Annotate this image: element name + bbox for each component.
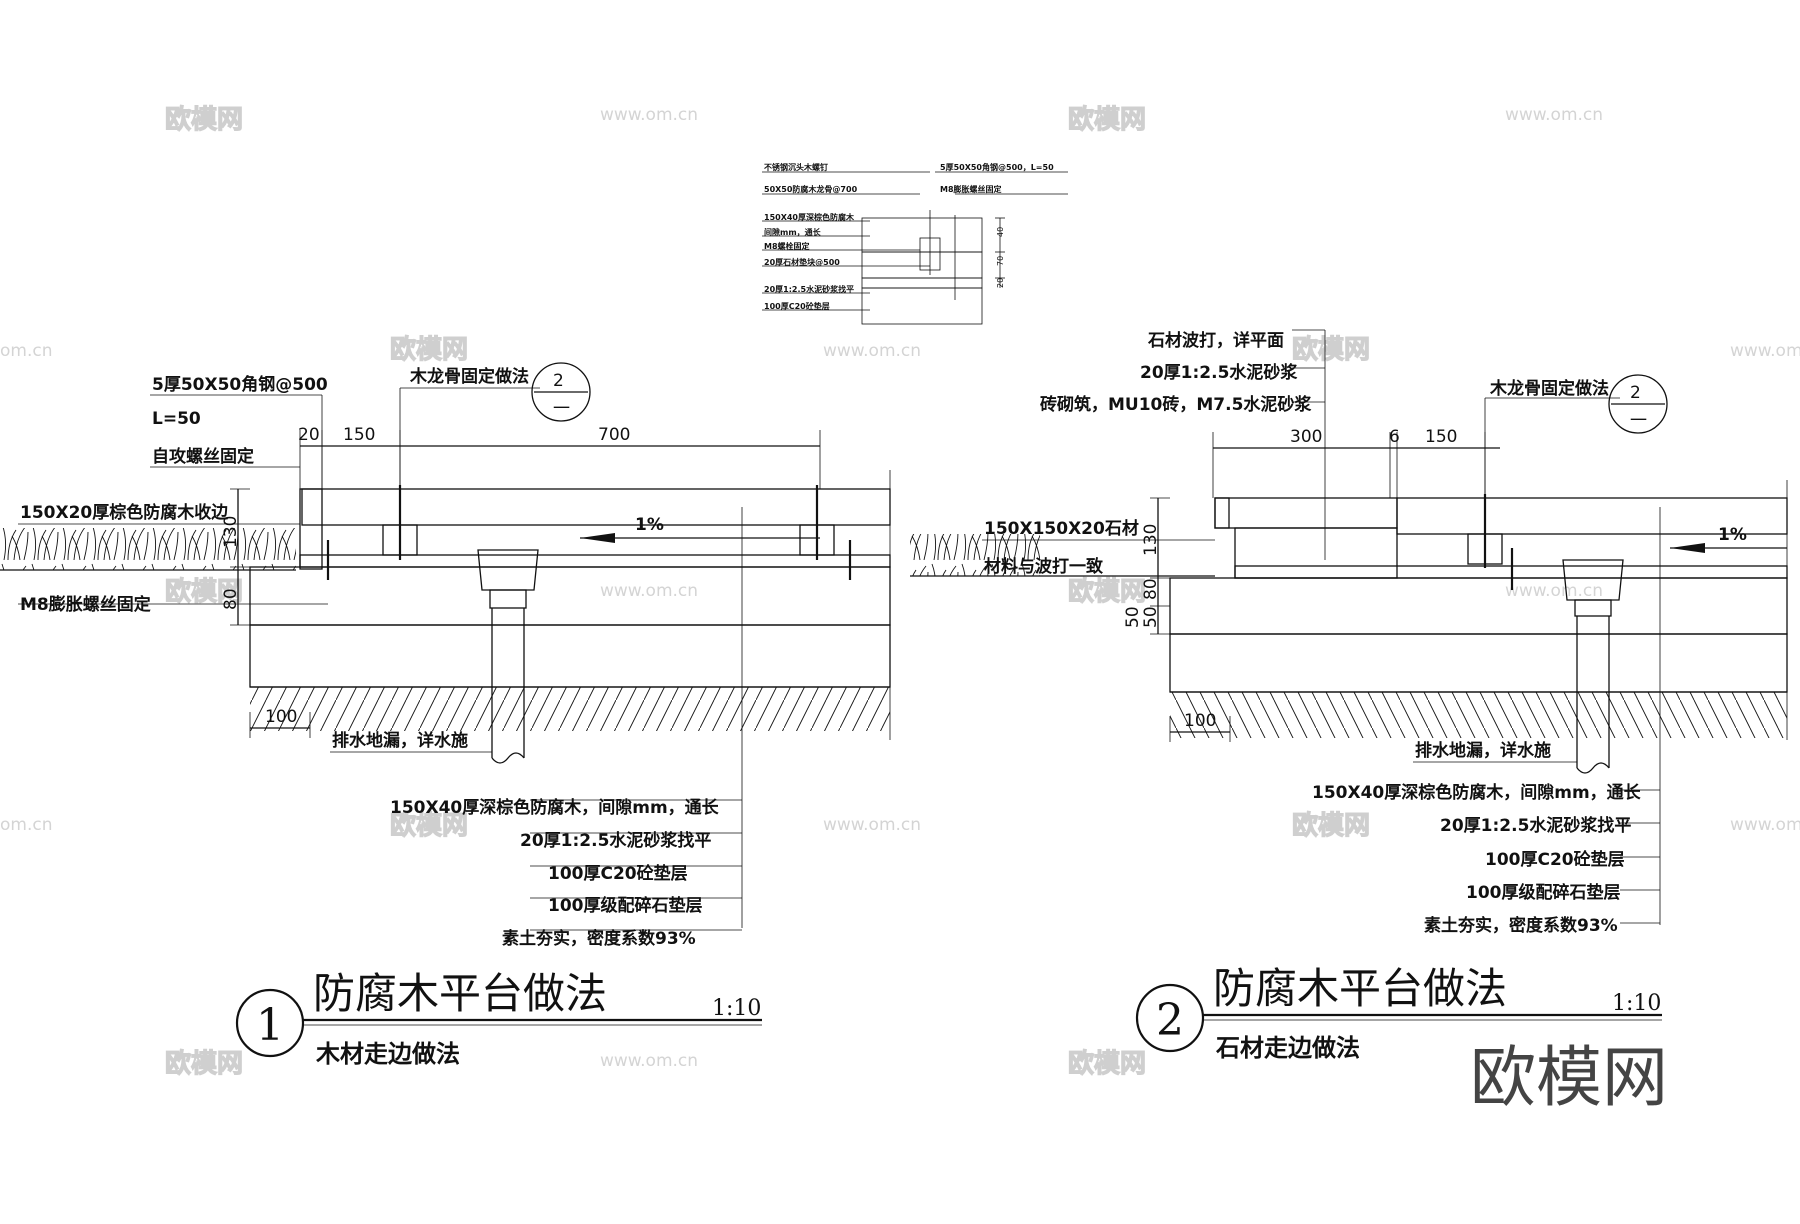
small-dim-70: 70 xyxy=(996,256,1005,266)
small-label: 150X40厚深棕色防腐木 xyxy=(764,212,855,222)
watermarks: 欧模网 www.om.cn 欧模网 www.om.cn om.cn 欧模网 ww… xyxy=(0,103,1800,1116)
small-label-right: M8膨胀螺丝固定 xyxy=(940,184,1002,194)
detail1-slope: 1% xyxy=(635,515,664,535)
detail1-subtitle: 木材走边做法 xyxy=(315,1040,460,1068)
detail2-layer-label: 20厚1:2.5水泥砂浆找平 xyxy=(1440,815,1631,836)
detail2-ref-label: 木龙骨固定做法 xyxy=(1489,378,1609,399)
detail2-ref-top: 2 xyxy=(1630,383,1641,403)
detail-1-section: 1% 20 150 700 130 80 100 5厚50X50角钢@500 L… xyxy=(0,362,891,1068)
detail1-layer-label: 150X40厚深棕色防腐木，间隙mm，通长 xyxy=(390,797,720,818)
small-label: 间隙mm，通长 xyxy=(764,227,822,237)
detail2-layer-label: 素土夯实，密度系数93% xyxy=(1424,915,1618,936)
detail1-drain-label: 排水地漏，详水施 xyxy=(332,730,468,751)
watermark-brand: 欧模网 xyxy=(1068,576,1146,607)
small-leader-lines xyxy=(762,171,1068,311)
detail2-left-label: 材料与波打一致 xyxy=(984,556,1104,577)
small-label-right: 5厚50X50角钢@500，L=50 xyxy=(940,162,1054,172)
corner-watermark-logo: 欧模网 xyxy=(1470,1039,1668,1116)
detail2-layer-label: 100厚级配碎石垫层 xyxy=(1466,882,1621,903)
detail2-ref-circle xyxy=(1608,374,1668,434)
detail2-dim-80: 80 xyxy=(1141,578,1161,600)
small-dim-40: 40 xyxy=(996,227,1005,237)
watermark-brand: 欧模网 xyxy=(1068,104,1146,135)
detail1-label-angle: 5厚50X50角钢@500 xyxy=(152,374,328,395)
detail1-label-screw: 自攻螺丝固定 xyxy=(152,446,254,467)
detail2-number-circle xyxy=(1135,983,1205,1053)
detail1-ref-bottom: 一 xyxy=(553,399,570,419)
watermark-url: www.om.cn xyxy=(823,815,921,835)
detail1-label-length: L=50 xyxy=(152,409,201,429)
detail1-label-bolt: M8膨胀螺丝固定 xyxy=(20,594,151,615)
detail2-dim-50b: 50 xyxy=(1123,606,1143,628)
small-label: 100厚C20砼垫层 xyxy=(764,301,830,311)
detail1-number-circle xyxy=(235,988,305,1058)
detail1-dim-20: 20 xyxy=(298,425,320,445)
detail1-layer-label: 20厚1:2.5水泥砂浆找平 xyxy=(520,830,711,851)
watermark-url: www.om.cn xyxy=(1505,105,1603,125)
small-label: 20厚石材垫块@500 xyxy=(764,257,840,267)
detail2-ref-bottom: 一 xyxy=(1630,411,1647,431)
detail1-dim-150: 150 xyxy=(343,425,375,445)
detail2-scale: 1:10 xyxy=(1612,991,1661,1016)
watermark-url: www.om.cn xyxy=(1730,815,1800,835)
watermark-brand: 欧模网 xyxy=(1068,1048,1146,1079)
detail1-layer-label: 100厚C20砼垫层 xyxy=(548,863,688,884)
detail1-layer-label: 素土夯实，密度系数93% xyxy=(502,928,696,949)
detail2-drain-label: 排水地漏，详水施 xyxy=(1415,740,1551,761)
detail2-dim-bottom: 100 xyxy=(1184,711,1216,731)
watermark-url: www.om.cn xyxy=(1730,341,1800,361)
detail2-dim-300: 300 xyxy=(1290,427,1322,447)
detail1-dim-80: 80 xyxy=(221,588,241,610)
detail1-label-edge: 150X20厚棕色防腐木收边 xyxy=(20,502,229,523)
detail2-top-label: 20厚1:2.5水泥砂浆 xyxy=(1140,362,1298,383)
watermark-url: www.om.cn xyxy=(600,105,698,125)
watermark-url: www.om.cn xyxy=(600,1051,698,1071)
watermark-brand: 欧模网 xyxy=(390,334,468,365)
detail2-title: 防腐木平台做法 xyxy=(1213,964,1507,1013)
detail-2-section: 1% 300 6 150 130 80 50 50 100 石材波打，详平面 2… xyxy=(910,329,1788,1062)
detail1-ref-top: 2 xyxy=(553,371,564,391)
detail1-dim-700: 700 xyxy=(598,425,630,445)
watermark-brand: 欧模网 xyxy=(1292,334,1370,365)
detail1-title: 防腐木平台做法 xyxy=(313,969,607,1018)
watermark-brand: 欧模网 xyxy=(165,1048,243,1079)
detail1-layer-label: 100厚级配碎石垫层 xyxy=(548,895,703,916)
watermark-brand: 欧模网 xyxy=(390,810,468,841)
small-label: 不锈钢沉头木螺钉 xyxy=(764,162,828,172)
detail1-dim-bottom: 100 xyxy=(265,707,297,727)
detail2-layer-label: 150X40厚深棕色防腐木，间隙mm，通长 xyxy=(1312,782,1642,803)
detail2-top-label: 砖砌筑，MU10砖，M7.5水泥砂浆 xyxy=(1040,394,1312,415)
detail2-dim-6: 6 xyxy=(1389,427,1400,447)
detail2-layer-label: 100厚C20砼垫层 xyxy=(1485,849,1625,870)
detail1-ref-label: 木龙骨固定做法 xyxy=(409,366,529,387)
small-dim-20: 20 xyxy=(996,278,1005,288)
detail1-scale: 1:10 xyxy=(712,996,761,1021)
watermark-brand: 欧模网 xyxy=(165,104,243,135)
watermark-url: om.cn xyxy=(0,341,53,361)
detail2-dim-150: 150 xyxy=(1425,427,1457,447)
watermark-brand: 欧模网 xyxy=(165,576,243,607)
detail1-ref-circle xyxy=(531,362,591,422)
detail2-number: 2 xyxy=(1156,995,1184,1046)
watermark-url: www.om.cn xyxy=(823,341,921,361)
detail2-slope: 1% xyxy=(1718,525,1747,545)
watermark-brand: 欧模网 xyxy=(1292,810,1370,841)
detail1-number: 1 xyxy=(256,1000,284,1051)
small-label: M8螺栓固定 xyxy=(764,241,810,251)
watermark-url: www.om.cn xyxy=(1505,581,1603,601)
watermark-url: om.cn xyxy=(0,815,53,835)
small-label: 50X50防腐木龙骨@700 xyxy=(764,184,858,194)
watermark-url: www.om.cn xyxy=(600,581,698,601)
detail2-top-label: 石材波打，详平面 xyxy=(1147,330,1284,351)
detail2-subtitle: 石材走边做法 xyxy=(1215,1034,1360,1062)
detail2-left-label: 150X150X20石材 xyxy=(984,518,1139,539)
detail2-dim-50: 50 xyxy=(1141,606,1161,628)
small-detail: 40 70 20 不锈钢沉头木螺钉 50X50防腐木龙骨@700 150X40厚… xyxy=(762,162,1068,325)
small-label: 20厚1:2.5水泥砂浆找平 xyxy=(764,284,854,294)
